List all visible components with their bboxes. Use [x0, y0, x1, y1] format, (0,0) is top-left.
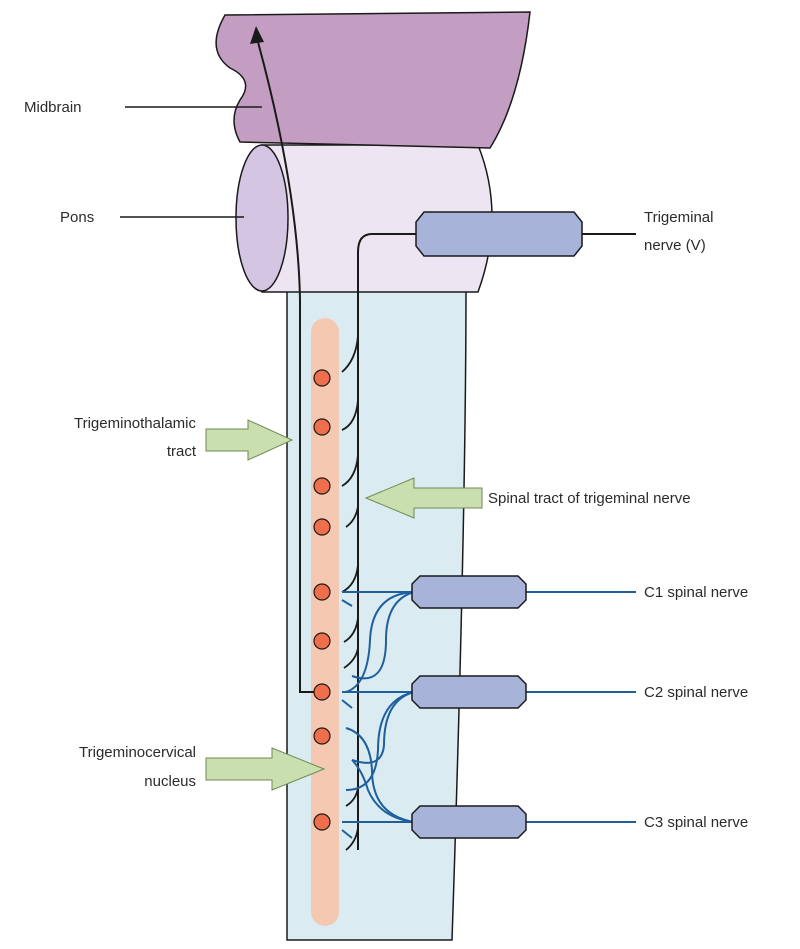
spinal-tract-collaterals: [341, 335, 359, 851]
pons-label: Pons: [60, 209, 94, 226]
trigeminal-nerve-label-line1: Trigeminal: [644, 209, 713, 226]
neuron: [313, 683, 331, 701]
ascending-arrowhead: [250, 26, 264, 44]
neuron: [313, 418, 331, 436]
neuron: [313, 727, 331, 745]
trigeminal-nerve-label-line2: nerve (V): [644, 237, 706, 254]
c3-nerve-root: [411, 805, 527, 839]
trigeminothalamic-label-line1: Trigeminothalamic: [74, 415, 196, 432]
trigeminocervical-nucleus-column: [311, 318, 339, 926]
spinal-tract-callout-arrow: [364, 477, 483, 519]
trigeminothalamic-label-line2: tract: [167, 443, 197, 460]
spinal-tract-label: Spinal tract of trigeminal nerve: [488, 490, 691, 507]
neuron: [313, 632, 331, 650]
neuron: [313, 518, 331, 536]
spinal-tract-line: [357, 233, 418, 850]
neuron: [313, 477, 331, 495]
c2-nerve-root: [411, 675, 527, 709]
spinal-nerve-fibres: [341, 591, 415, 839]
midbrain-label: Midbrain: [24, 99, 82, 116]
c1-label: C1 spinal nerve: [644, 584, 748, 601]
trigeminocervical-label-line1: Trigeminocervical: [79, 744, 196, 761]
midbrain-shape: [215, 11, 531, 149]
c1-nerve-root: [411, 575, 527, 609]
trigeminothalamic-tract-line: [257, 41, 322, 693]
trigeminocervical-label-line2: nucleus: [144, 773, 196, 790]
neurons: [313, 369, 331, 831]
neuron: [313, 583, 331, 601]
c3-label: C3 spinal nerve: [644, 814, 748, 831]
neuron: [313, 813, 331, 831]
trigeminothalamic-callout-arrow: [205, 419, 294, 461]
trigeminocervical-callout-arrow: [205, 747, 326, 791]
pons-end-face: [235, 144, 289, 292]
neuron: [313, 369, 331, 387]
trigeminal-nerve-root: [415, 211, 583, 257]
c2-label: C2 spinal nerve: [644, 684, 748, 701]
